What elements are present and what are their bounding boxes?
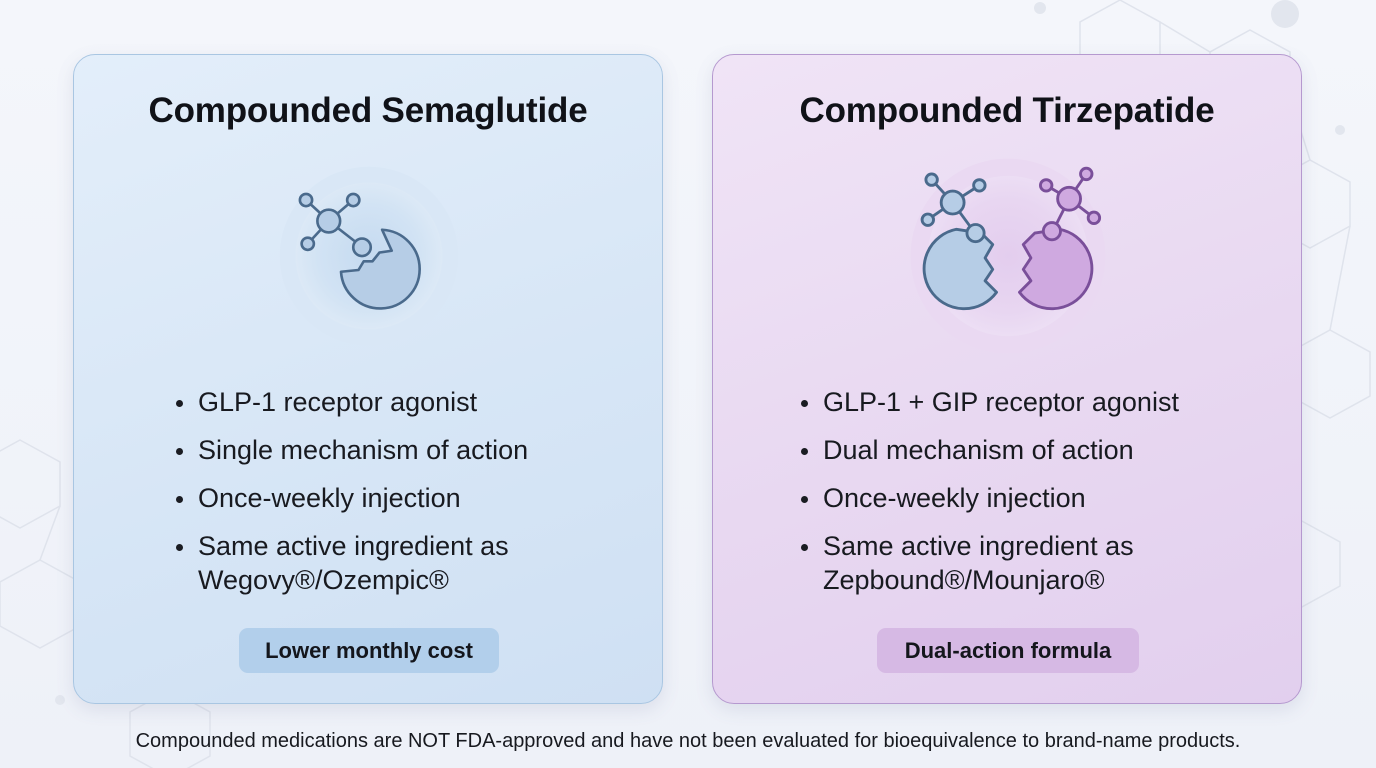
semaglutide-features: GLP-1 receptor agonist Single mechanism … xyxy=(174,385,528,611)
semaglutide-title: Compounded Semaglutide xyxy=(148,91,588,130)
semaglutide-card: Compounded Semaglutide GLP-1 recepto xyxy=(73,54,663,704)
feature-item: GLP-1 + GIP receptor agonist xyxy=(799,385,1179,419)
feature-item: Once-weekly injection xyxy=(799,481,1179,515)
semaglutide-badge: Lower monthly cost xyxy=(239,628,499,673)
feature-item: Dual mechanism of action xyxy=(799,433,1179,467)
tirzepatide-badge: Dual-action formula xyxy=(877,628,1139,673)
feature-item: Once-weekly injection xyxy=(174,481,528,515)
tirzepatide-title: Compounded Tirzepatide xyxy=(799,91,1215,130)
fda-disclaimer: Compounded medications are NOT FDA-appro… xyxy=(135,730,1241,752)
molecule-receptor-icon xyxy=(279,166,459,346)
tirzepatide-features: GLP-1 + GIP receptor agonist Dual mechan… xyxy=(799,385,1179,611)
feature-item: Single mechanism of action xyxy=(174,433,528,467)
dual-molecule-receptor-icon xyxy=(910,158,1106,354)
feature-item: GLP-1 receptor agonist xyxy=(174,385,528,419)
tirzepatide-card: Compounded Tirzepatide xyxy=(712,54,1302,704)
